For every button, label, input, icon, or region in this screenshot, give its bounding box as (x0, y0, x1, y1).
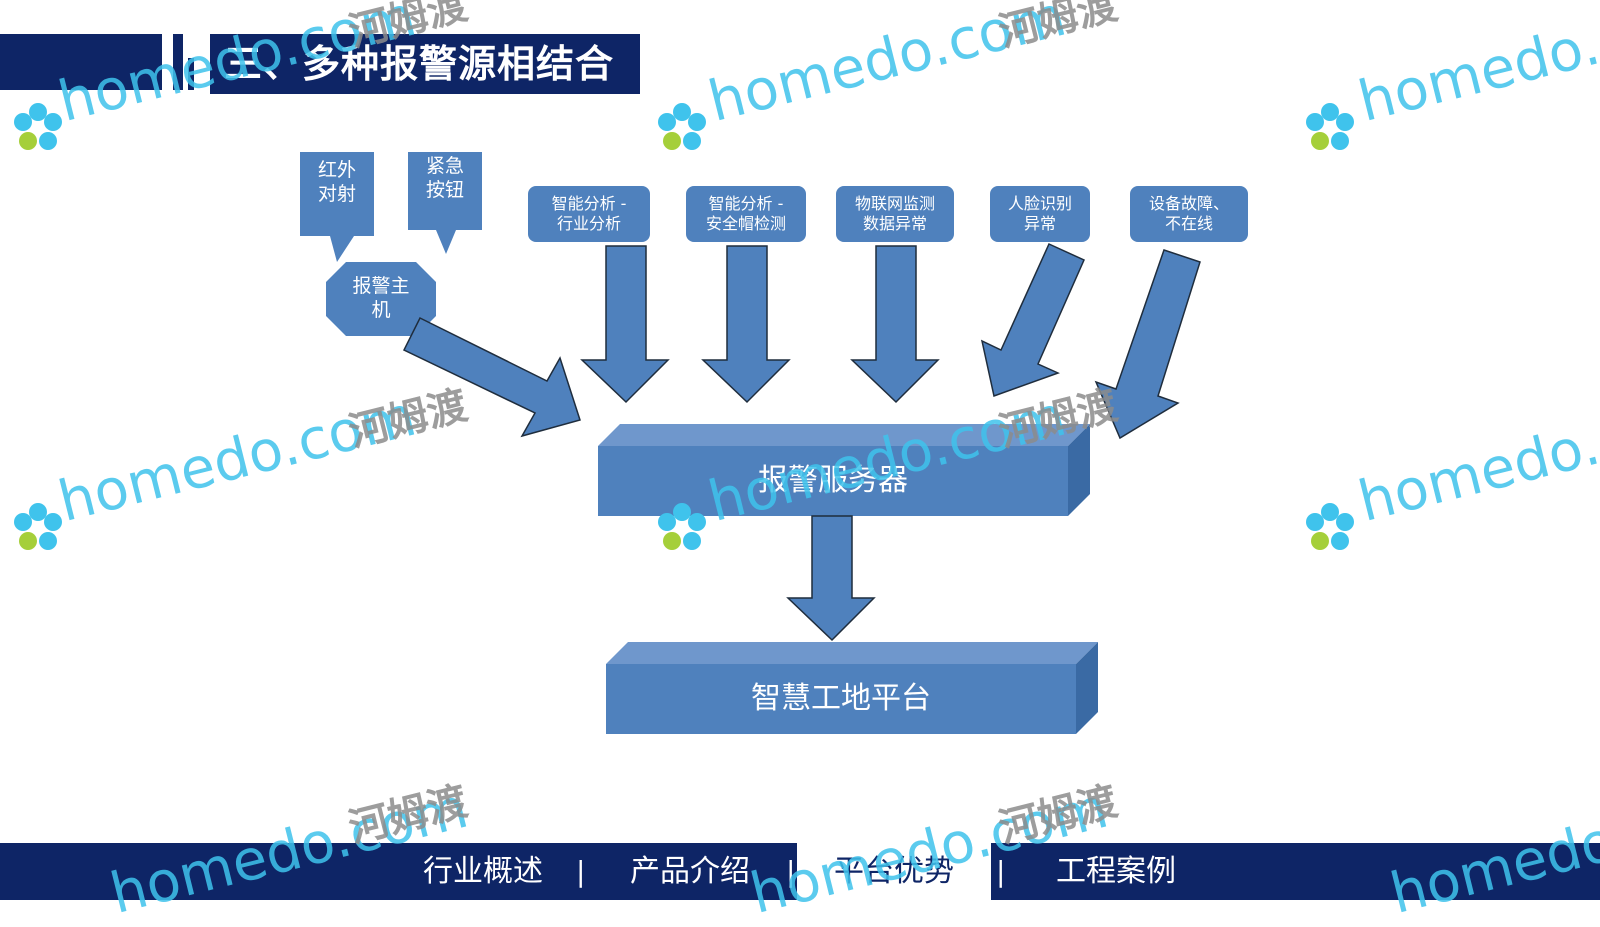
nav-separator: | (996, 855, 1006, 888)
source-box-iot-anomaly: 物联网监测 数据异常 (836, 186, 954, 242)
alarm-host-shape (326, 262, 436, 336)
nav-item-engineering-cases[interactable]: 工程案例 (1056, 854, 1176, 889)
infrared-callout-shape (300, 152, 374, 262)
watermark-flower-icon (658, 103, 706, 150)
arrow-server-to-platform (786, 515, 876, 642)
header-block (0, 34, 162, 90)
server-box-side (1068, 424, 1090, 516)
infrared-label: 红外 对射 (317, 159, 356, 205)
smart-site-platform-label: 智慧工地平台 (751, 681, 931, 716)
watermark-flower-icon (658, 503, 706, 550)
header-stripe (188, 58, 194, 90)
platform-box-front (606, 664, 1076, 734)
nav-item-industry-overview[interactable]: 行业概述 (423, 854, 543, 889)
watermark-flower-icon (1306, 103, 1354, 150)
source-box-device-fault: 设备故障、 不在线 (1130, 186, 1248, 242)
watermark-flower-icon (1306, 503, 1354, 550)
server-box-top (598, 424, 1090, 446)
diagram-canvas (300, 152, 1201, 734)
page-title: 三、多种报警源相结合 (210, 34, 640, 94)
source-box-helmet-detection: 智能分析 - 安全帽检测 (686, 186, 806, 242)
arrow-box2-down (701, 245, 791, 404)
server-box-front (598, 446, 1068, 516)
source-box-face-anomaly: 人脸识别 异常 (990, 186, 1090, 242)
nav-separator: | (786, 855, 796, 888)
nav-item-product-intro[interactable]: 产品介绍 (630, 854, 750, 889)
arrow-box1-down (580, 245, 670, 404)
alarm-host-label: 报警主 机 (352, 275, 410, 321)
arrow-box5-diag (1094, 249, 1201, 440)
nav-item-platform-advantages[interactable]: 平台优势 (797, 843, 991, 900)
watermark-flower-icon (14, 103, 62, 150)
arrow-box3-down (850, 245, 940, 404)
watermark-flower-icon (14, 503, 62, 550)
header-stripe (173, 34, 183, 90)
arrow-host-to-server (402, 316, 581, 438)
emergency-button-label: 紧急 按钮 (425, 155, 464, 201)
platform-box-top (606, 642, 1098, 664)
emergency-callout-shape (408, 152, 482, 254)
nav-separator: | (576, 855, 586, 888)
source-box-industry-analysis: 智能分析 - 行业分析 (528, 186, 650, 242)
platform-box-side (1076, 642, 1098, 734)
alarm-server-label: 报警服务器 (758, 463, 908, 498)
arrow-box4-diag (980, 243, 1085, 397)
